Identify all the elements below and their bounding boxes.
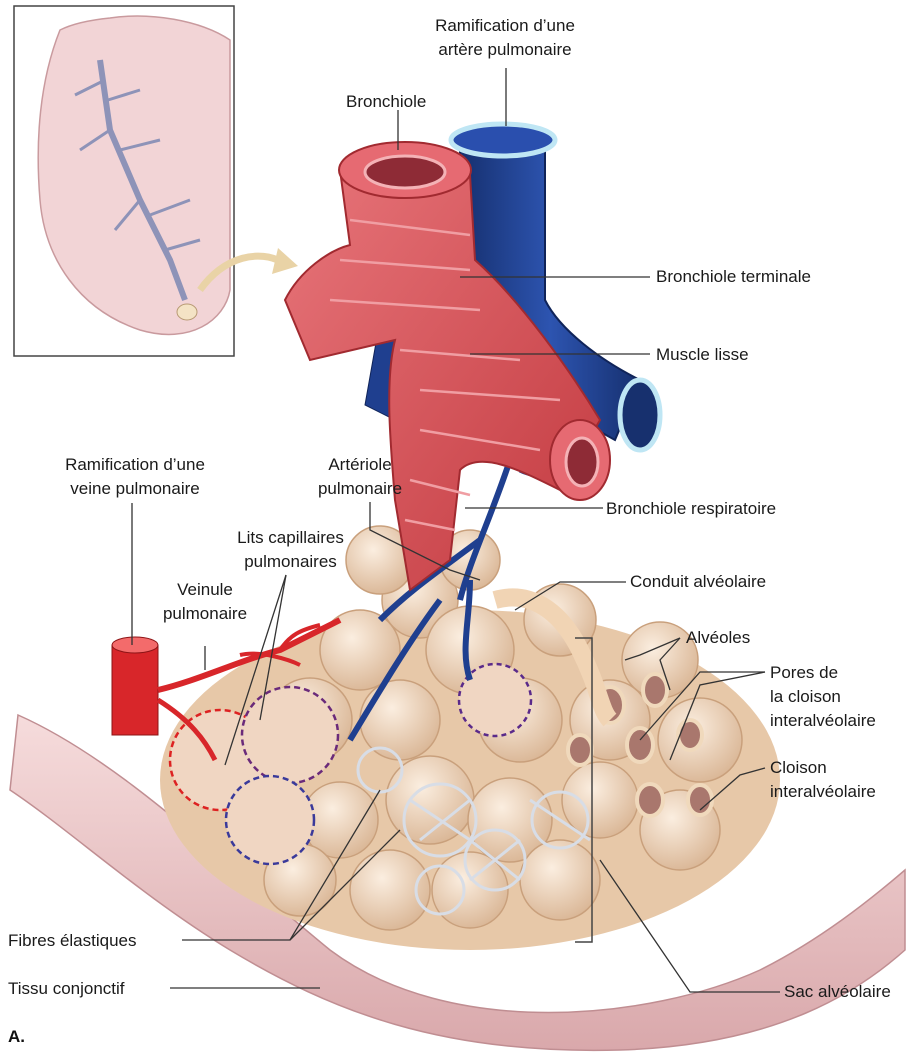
label-lits-capillaires: Lits capillaires pulmonaires	[218, 526, 363, 574]
label-cloison-interalveolaire: Cloison interalvéolaire	[770, 756, 876, 804]
label-veine-pulmonaire: Ramification d’une veine pulmonaire	[40, 453, 230, 501]
inset-lung	[14, 6, 234, 356]
bronchiole	[285, 142, 610, 590]
label-alveoles: Alvéoles	[686, 626, 750, 650]
label-bronchiole-respiratoire: Bronchiole respiratoire	[606, 497, 776, 521]
label-artere-pulmonaire: Ramification d’une artère pulmonaire	[410, 14, 600, 62]
label-sac-alveolaire: Sac alvéolaire	[784, 980, 891, 1004]
figure-letter: A.	[8, 1027, 25, 1047]
inset-arrow-head	[272, 248, 298, 274]
label-veinule-pulmonaire: Veinule pulmonaire	[145, 578, 265, 626]
label-bronchiole: Bronchiole	[346, 90, 426, 114]
label-muscle-lisse: Muscle lisse	[656, 343, 749, 367]
label-tissu-conjonctif: Tissu conjonctif	[8, 977, 125, 1001]
label-bronchiole-terminale: Bronchiole terminale	[656, 265, 811, 289]
label-pores-cloison: Pores de la cloison interalvéolaire	[770, 661, 876, 733]
label-conduit-alveolaire: Conduit alvéolaire	[630, 570, 766, 594]
label-fibres-elastiques: Fibres élastiques	[8, 929, 137, 953]
label-arteriole-pulmonaire: Artériole pulmonaire	[305, 453, 415, 501]
